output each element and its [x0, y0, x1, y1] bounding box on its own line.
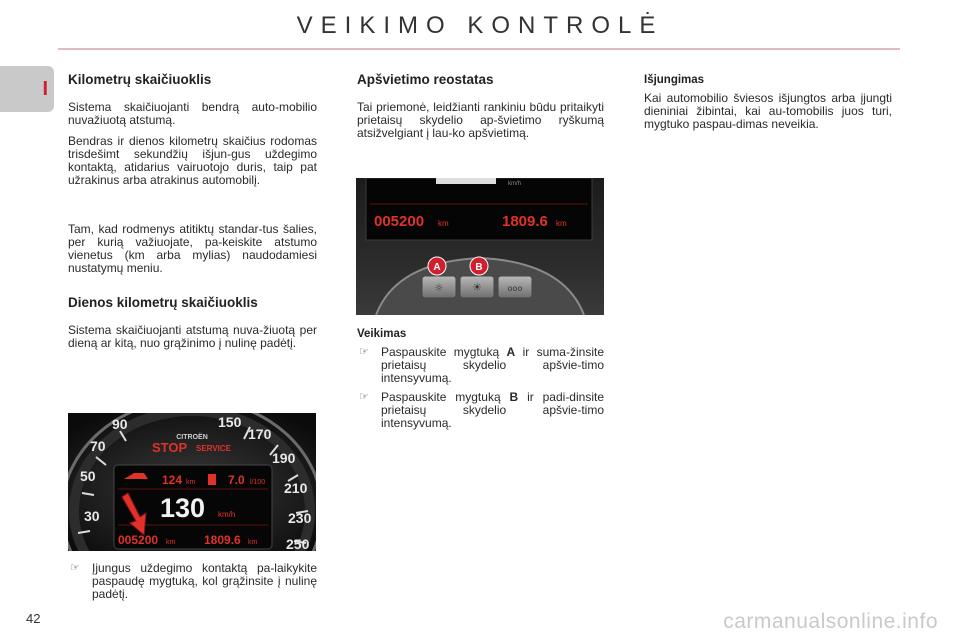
scale-label-210: 210: [284, 480, 308, 496]
speed-value: 130: [160, 493, 205, 523]
rheostat-trip-unit: km: [556, 219, 567, 228]
dimmer-button-b[interactable]: ☀: [459, 275, 495, 299]
rheostat-odometer-unit: km: [438, 219, 449, 228]
pointing-hand-icon: ☞: [70, 562, 80, 574]
scale-label-190: 190: [272, 450, 296, 466]
bullet-button-b: ☞ Paspauskite mygtuką B ir padi-dinsite …: [357, 391, 604, 430]
operation-section: Veikimas ☞ Paspauskite mygtuką A ir suma…: [357, 328, 604, 436]
dimmer-button-a[interactable]: ☼: [421, 275, 457, 299]
trip-text: Sistema skaičiuojanti atstumą nuva-žiuot…: [68, 323, 317, 350]
odometer-text-3: Tam, kad rodmenys atitiktų standar-tus š…: [68, 222, 317, 275]
range-value: 124: [162, 473, 182, 487]
speed-unit-partial: km/h: [508, 181, 521, 187]
side-button[interactable]: ooo: [497, 275, 533, 299]
bullet-b-key: B: [509, 390, 519, 404]
odometer-text-2: Bendras ir dienos kilometrų skaičius rod…: [68, 134, 317, 187]
dots-icon: ooo: [508, 284, 523, 293]
range-unit: km: [186, 479, 196, 486]
bullet-reset: ☞ Įjungus uždegimo kontaktą pa-laikykite…: [68, 562, 317, 601]
bullet-b-pre: Paspauskite mygtuką: [381, 390, 510, 404]
svg-text:B: B: [475, 262, 482, 273]
trip-unit: km: [248, 539, 258, 546]
switch-off-heading: Išjungimas: [644, 74, 705, 86]
pointing-hand-icon: ☞: [359, 346, 369, 358]
rheostat-text: Tai priemonė, leidžianti rankiniu būdu p…: [357, 100, 604, 140]
scale-label-170: 170: [248, 426, 272, 442]
stop-warning: STOP: [152, 440, 187, 455]
scale-label-150: 150: [218, 414, 242, 430]
heading-rheostat: Apšvietimo reostatas: [357, 72, 494, 87]
operation-heading: Veikimas: [357, 328, 407, 340]
speed-unit: km/h: [218, 510, 235, 519]
title-rule: [58, 48, 900, 50]
scale-label-30: 30: [84, 508, 100, 524]
trip-value: 1809.6: [204, 533, 241, 547]
scale-label-70: 70: [90, 438, 106, 454]
column-rheostat: Apšvietimo reostatas Tai priemonė, leidž…: [357, 72, 604, 148]
label-badge-b: B: [469, 256, 489, 276]
car-icon: [124, 473, 148, 479]
odometer-value: 005200: [118, 533, 158, 547]
chapter-tab[interactable]: I: [0, 66, 54, 112]
scale-label-90: 90: [112, 416, 128, 432]
scale-label-250: 250: [286, 536, 310, 551]
consumption-unit: l/100: [250, 479, 265, 486]
column-odometer: Kilometrų skaičiuoklis Sistema skaičiuoj…: [68, 72, 317, 358]
odometer-unit: km: [166, 539, 176, 546]
bullet-button-a: ☞ Paspauskite mygtuką A ir suma-žinsite …: [357, 346, 604, 385]
reset-instruction: ☞ Įjungus uždegimo kontaktą pa-laikykite…: [68, 562, 317, 607]
switch-off-text: Kai automobilio šviesos išjungtos arba į…: [644, 91, 892, 131]
bullet-a-pre: Paspauskite mygtuką: [381, 345, 507, 359]
heading-odometer: Kilometrų skaičiuoklis: [68, 72, 212, 87]
bullet-a-post: ir suma-žinsite prietaisų skydelio apšvi…: [381, 345, 604, 385]
heading-trip-meter: Dienos kilometrų skaičiuoklis: [68, 295, 258, 310]
dim-light-icon: ☼: [435, 283, 444, 294]
watermark: carmanualsonline.info: [723, 610, 938, 633]
scale-label-50: 50: [80, 468, 96, 484]
service-warning: SERVICE: [196, 444, 232, 453]
bullet-reset-text: Įjungus uždegimo kontaktą pa-laikykite p…: [92, 561, 317, 601]
column-switch-off: Išjungimas Kai automobilio šviesos išjun…: [644, 74, 892, 139]
svg-text:A: A: [433, 262, 440, 273]
red-arrow-icon: [121, 492, 147, 537]
bullet-a-key: A: [506, 345, 516, 359]
pointing-hand-icon: ☞: [359, 391, 369, 403]
consumption-value: 7.0: [228, 473, 245, 487]
brand-logo: CITROËN: [176, 433, 208, 441]
page-number: 42: [26, 611, 41, 626]
page-title: VEIKIMO KONTROLĖ: [296, 12, 664, 39]
dashboard-photo: 30 50 70 90 150 170 190 210 230 250 CITR…: [68, 413, 316, 551]
scale-label-230: 230: [288, 510, 312, 526]
odometer-text-1: Sistema skaičiuojanti bendrą auto-mobili…: [68, 100, 317, 127]
fuel-icon: [208, 474, 216, 485]
label-badge-a: A: [427, 256, 447, 276]
bullet-b-post: ir padi-dinsite prietaisų skydelio apšvi…: [381, 390, 604, 430]
bright-light-icon: ☀: [472, 281, 482, 294]
rheostat-odometer-value: 005200: [374, 213, 424, 230]
rheostat-photo: km/h 005200 km 1809.6 km ☼ ☀ ooo A B: [356, 178, 604, 315]
rheostat-trip-value: 1809.6: [502, 213, 548, 230]
